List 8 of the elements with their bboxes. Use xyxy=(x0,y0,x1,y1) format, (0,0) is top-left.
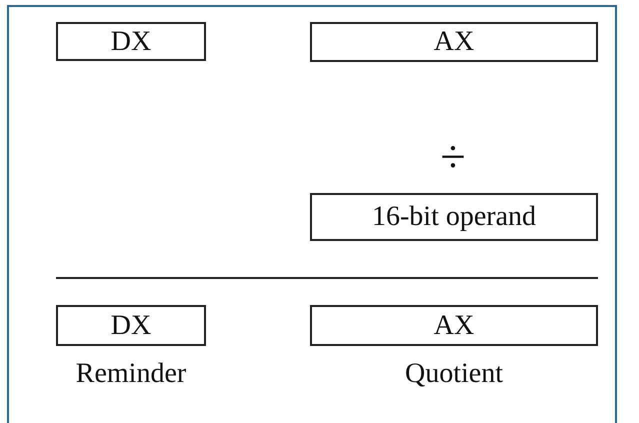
register-box: DX xyxy=(56,305,206,346)
register-box: AX xyxy=(310,305,598,346)
register-box: 16-bit operand xyxy=(310,193,598,241)
register-caption: Reminder xyxy=(76,358,186,390)
register-caption: Quotient xyxy=(405,358,503,390)
register-box: DX xyxy=(56,22,206,61)
register-box: AX xyxy=(310,22,598,62)
division-sign: ÷ xyxy=(440,134,466,180)
